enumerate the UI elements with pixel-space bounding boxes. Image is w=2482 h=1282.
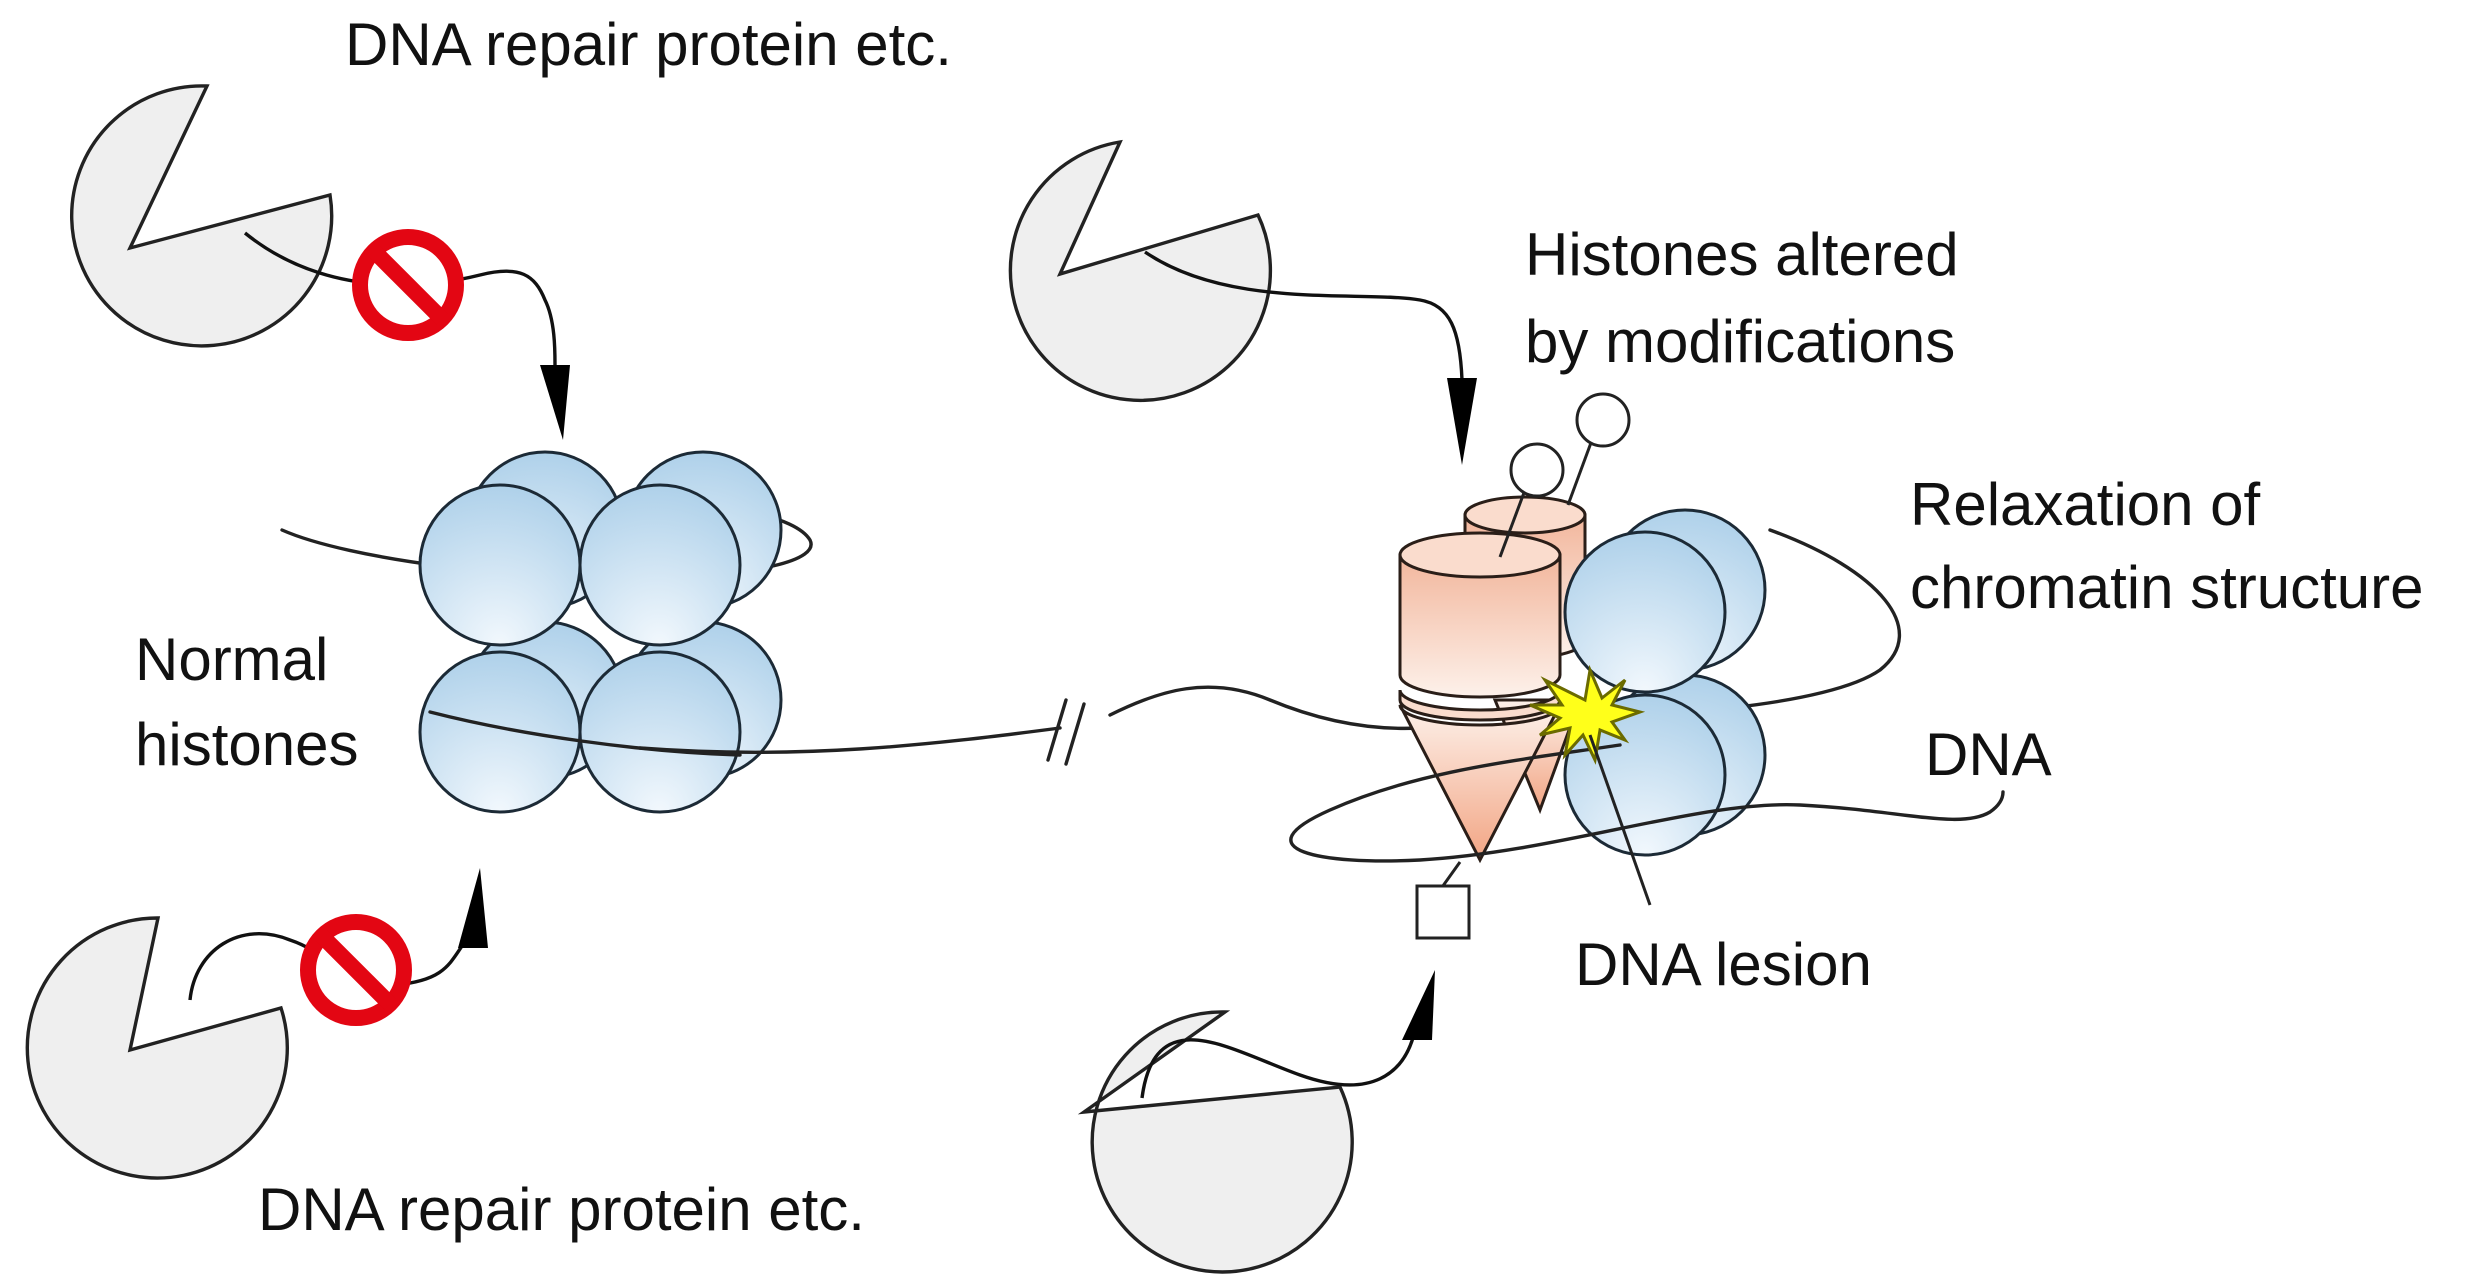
altered-histones-label-line2: by modifications xyxy=(1525,308,1955,375)
modification-circle-icon xyxy=(1509,442,1565,498)
arrow-binding-top-right xyxy=(1144,250,1477,465)
dna-wrap-front-right xyxy=(1289,743,2005,863)
repair-protein-shape xyxy=(70,84,334,348)
arrow-head-icon xyxy=(458,868,488,948)
repair-protein-shape xyxy=(25,916,289,1180)
arrow-line xyxy=(1144,250,1464,381)
dna-break-mark-1 xyxy=(1046,698,1068,762)
dna-wrap-front-left xyxy=(428,710,742,757)
repair-protein-label-top: DNA repair protein etc. xyxy=(345,11,952,78)
starburst-lesion-icon xyxy=(1529,664,1646,765)
dna-lesion-label: DNA lesion xyxy=(1575,931,1872,998)
arrow-line xyxy=(1140,1029,1417,1099)
dna-break-mark-2 xyxy=(1064,702,1086,766)
arrow-blocked-top xyxy=(243,231,570,440)
modified-histone-top-front xyxy=(1398,531,1562,579)
dna-strand-left xyxy=(638,726,1062,755)
dna-strand-right xyxy=(1108,685,1422,731)
arrow-head-icon xyxy=(540,365,570,440)
arrow-head-icon xyxy=(1447,378,1477,465)
histone-ball xyxy=(1563,530,1727,694)
arrow-head-icon xyxy=(1402,970,1435,1040)
dna-label: DNA xyxy=(1925,721,2052,788)
histone-ball xyxy=(418,483,582,647)
histone-ball xyxy=(418,650,582,814)
repair-protein-shape xyxy=(1008,139,1273,403)
lesion-pointer-line xyxy=(1588,734,1652,906)
modification-stalk xyxy=(1566,439,1594,506)
repair-protein-label-bottom: DNA repair protein etc. xyxy=(258,1176,865,1243)
normal-histones-label-line1: Normal xyxy=(135,626,328,693)
normal-histone-group xyxy=(280,450,813,814)
modified-histone-cylinder-front xyxy=(1398,553,1562,699)
repair-protein-shape xyxy=(1077,1010,1354,1274)
prohibition-sign-icon xyxy=(300,914,412,1026)
histone-ball xyxy=(578,650,742,814)
relaxation-label-line1: Relaxation of xyxy=(1910,471,2261,538)
arrow-line xyxy=(243,231,557,366)
modified-histone-top-back xyxy=(1463,495,1587,535)
modification-circle-icon xyxy=(1575,392,1631,448)
altered-histones-label-line1: Histones altered xyxy=(1525,221,1959,288)
modification-stalk xyxy=(1498,489,1527,558)
modified-nucleosome-group xyxy=(1289,392,2005,940)
histone-ball xyxy=(578,483,742,647)
relaxation-label-line2: chromatin structure xyxy=(1910,554,2424,621)
prohibition-sign-icon xyxy=(352,229,464,341)
normal-histones-label-line2: histones xyxy=(135,711,358,778)
arrow-binding-bottom-right xyxy=(1140,970,1435,1099)
modification-square-icon xyxy=(1415,884,1471,940)
